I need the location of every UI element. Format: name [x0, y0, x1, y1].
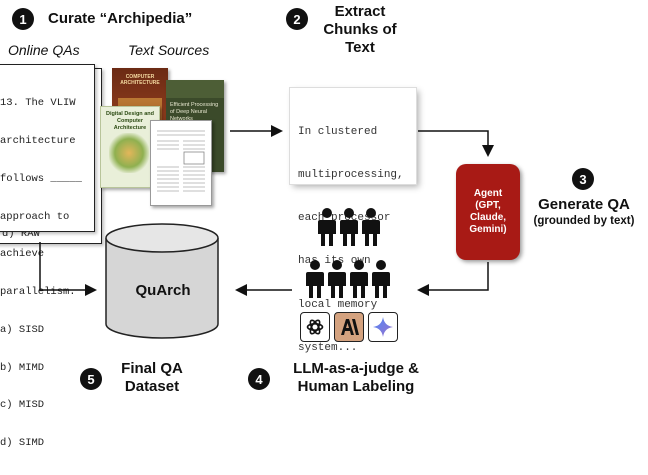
online-qas-label: Online QAs [8, 42, 80, 58]
openai-icon [300, 312, 330, 342]
arrow-agent-to-labeling [417, 262, 489, 296]
step-2-title: Extract Chunks of Text [323, 3, 397, 56]
anthropic-logo-icon [341, 319, 359, 335]
human-labelers-icon [306, 208, 390, 298]
step-2-badge: 2 [286, 8, 308, 30]
paper-lines-icon [157, 130, 205, 192]
text-chunk-card: In clustered multiprocessing, each proce… [290, 88, 416, 354]
gemini-logo-icon [373, 317, 393, 337]
text-sources-label: Text Sources [128, 42, 210, 58]
book-digital-design: Digital Design and Computer Architecture [100, 106, 160, 188]
question-text: 13. The VLIW architecture follows _____ … [0, 97, 82, 450]
quarch-database-icon [105, 223, 219, 339]
step-4-title: LLM-as-a-judge & Human Labeling [293, 360, 419, 395]
database-label: QuArch [135, 282, 191, 299]
step-5-title: Final QA Dataset [121, 360, 183, 395]
step-4-badge: 4 [248, 368, 270, 390]
step-3-badge: 3 [572, 168, 594, 190]
question-card: 13. The VLIW architecture follows _____ … [0, 64, 95, 449]
step-5-badge: 5 [80, 368, 102, 390]
anthropic-icon [334, 312, 364, 342]
arrow-chunk-to-agent [418, 130, 494, 157]
gemini-icon [368, 312, 398, 342]
agent-box: Agent (GPT, Claude, Gemini) [456, 164, 520, 260]
step-1-title: Curate “Archipedia” [48, 10, 193, 27]
step-1-badge: 1 [12, 8, 34, 30]
paper-document [150, 120, 212, 206]
step-3-title: Generate QA (grounded by text) [533, 196, 635, 227]
openai-logo-icon [306, 319, 324, 335]
